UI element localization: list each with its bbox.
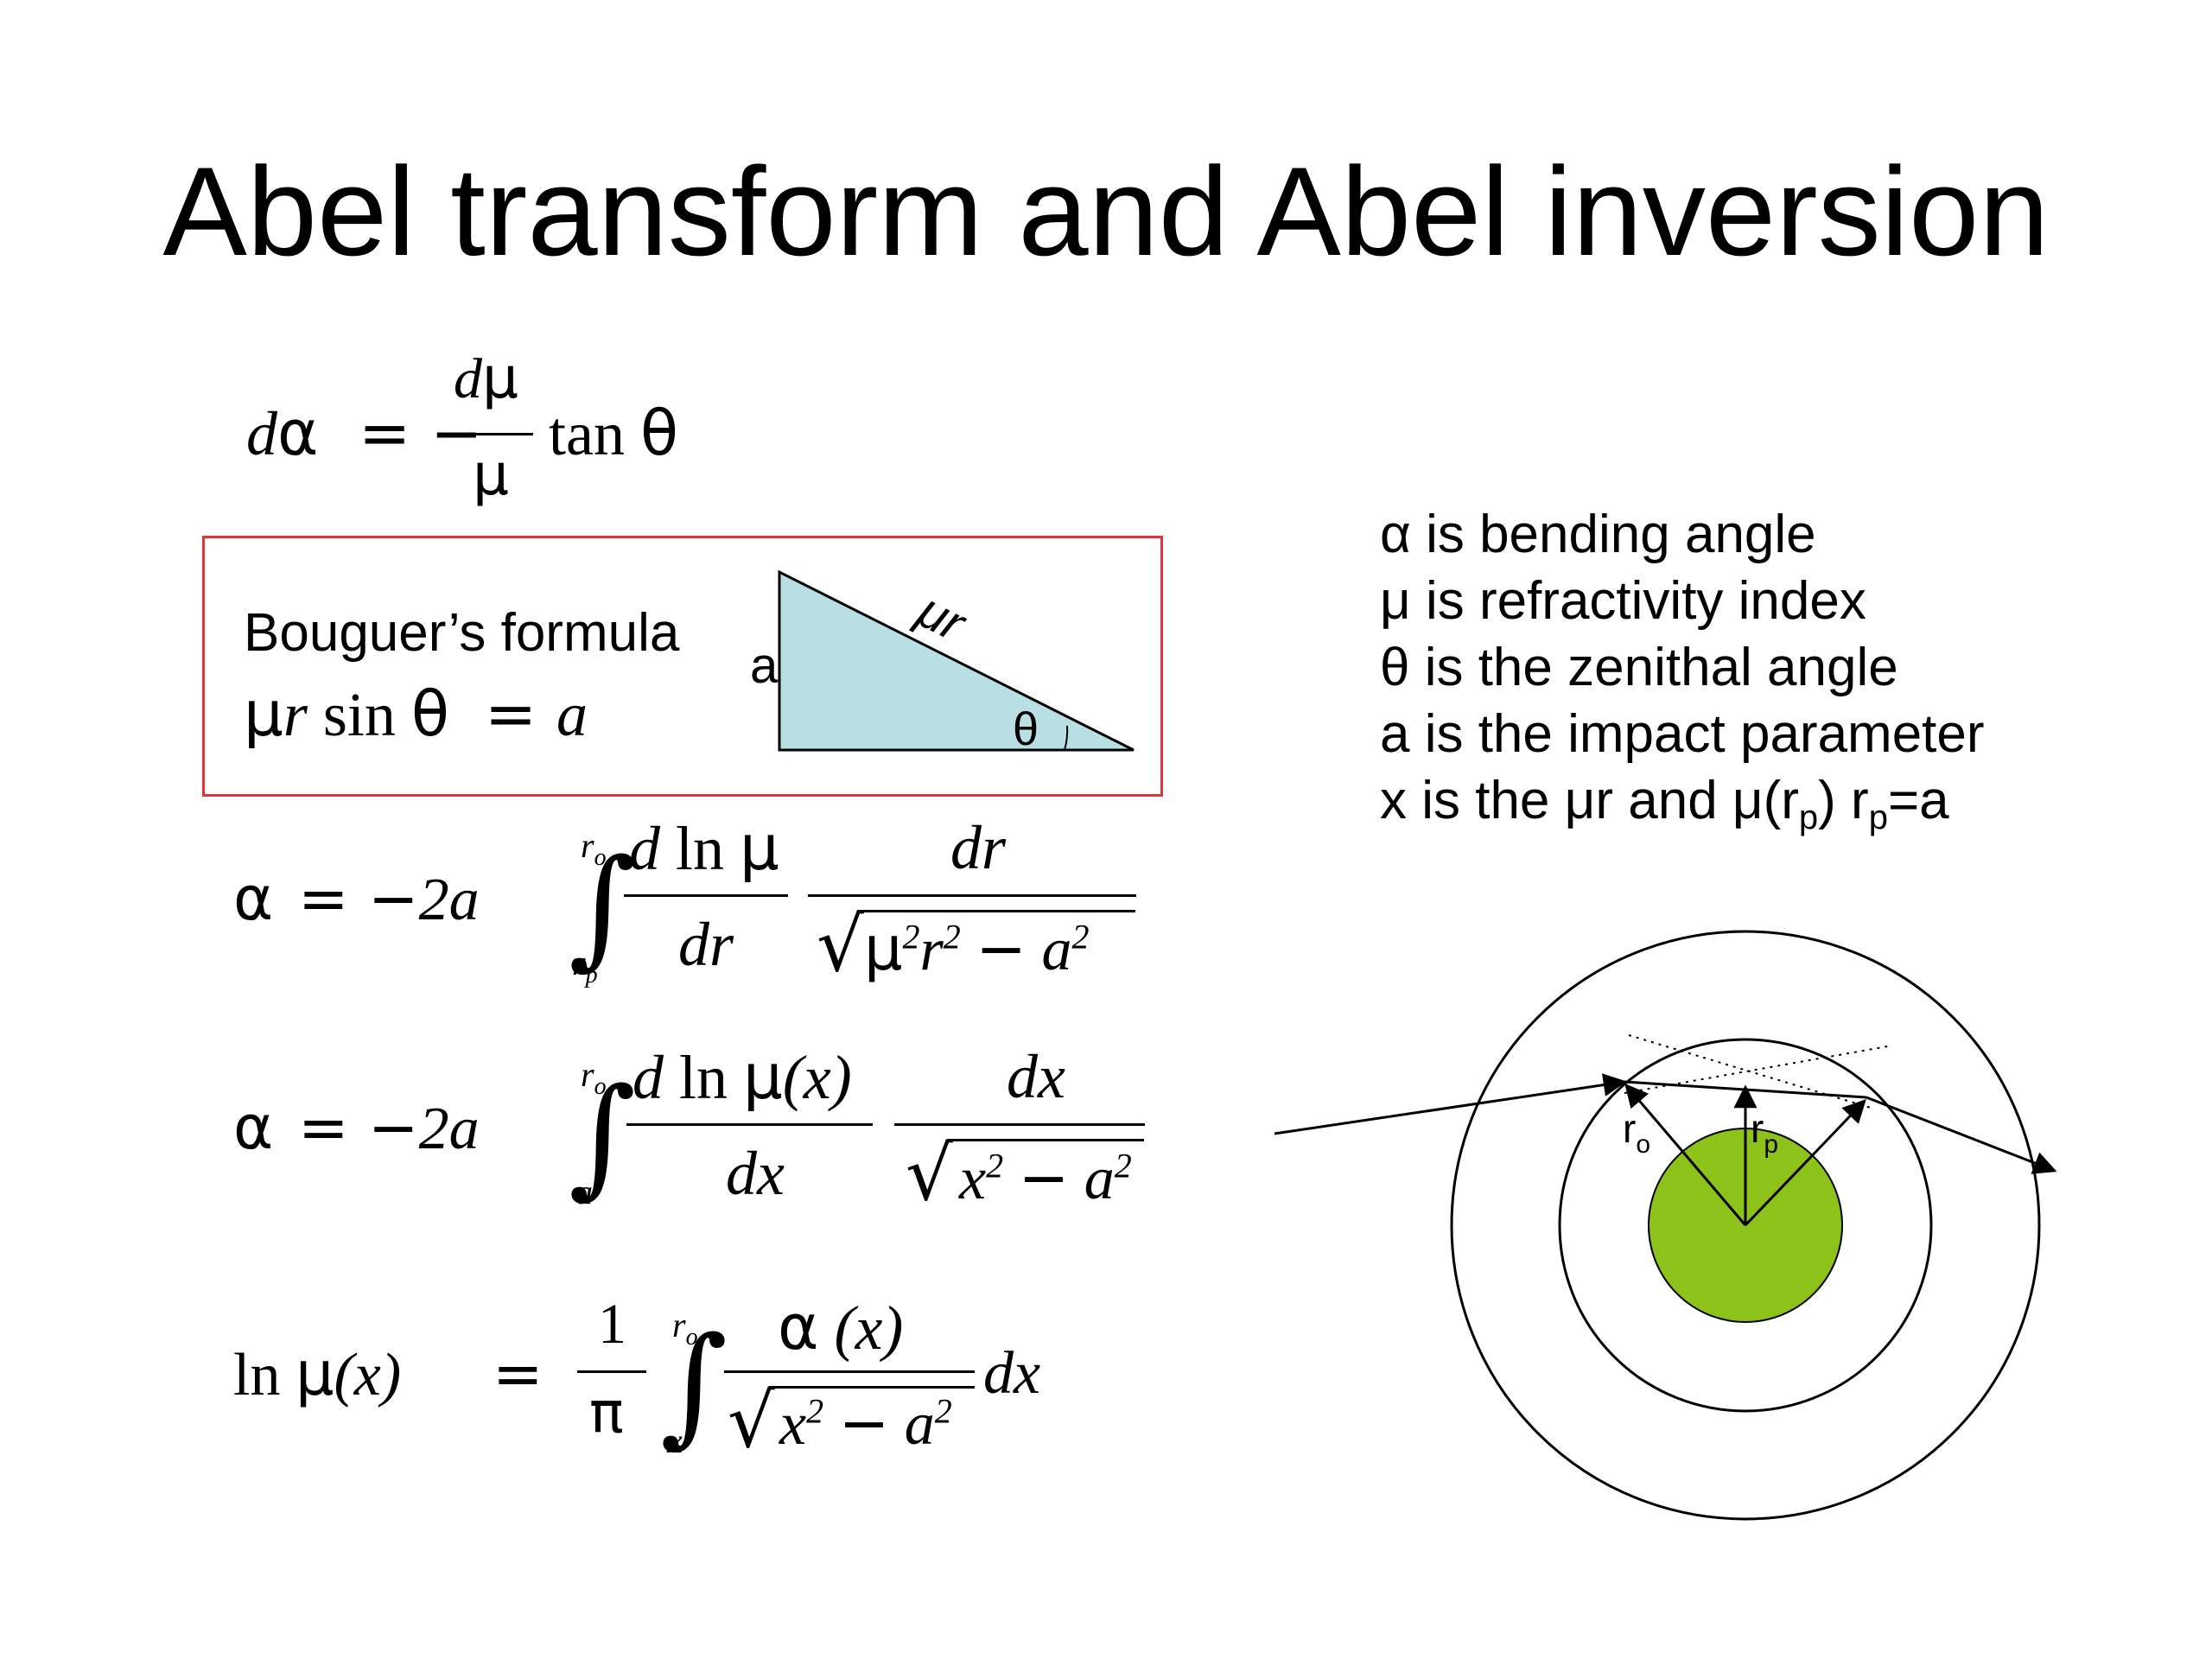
equation-abel-inversion: ln μ(x) = 1 π ro ∫ x α (x) √ x2 − a2 dx <box>233 1291 1041 1465</box>
incoming-ray <box>1274 1073 1627 1135</box>
equation-bending-differential: dα = − dμ μ tan θ <box>246 345 679 508</box>
outgoing-asymptote <box>1624 1045 1893 1094</box>
definition-x: x is the μr and μ(rp) rp=a <box>1380 771 1949 836</box>
angle-arc <box>1064 725 1069 751</box>
bouguer-triangle-diagram: a μr θ <box>750 569 1135 755</box>
ray-geometry-diagram: ro rp <box>1274 930 2057 1521</box>
outer-atmosphere-circle <box>1450 930 2041 1521</box>
outgoing-ray <box>1866 1096 2057 1174</box>
triangle-side-label: a <box>750 638 779 694</box>
label-r-p: rp <box>1751 1106 1778 1159</box>
right-triangle <box>778 569 1135 752</box>
radius-r-o-left <box>1624 1083 1747 1226</box>
symbol-definitions: α is bending angle μ is refractivity ind… <box>1380 501 1985 836</box>
label-r-o: ro <box>1623 1106 1650 1159</box>
equation-abel-transform-r: α = −2a ro ∫ rp d ln μ dr dr √ μ2r2 − a2 <box>233 817 1166 1011</box>
definition-a: a is the impact parameter <box>1380 704 1985 764</box>
bouguer-formula-box <box>202 536 1163 797</box>
bouguer-label: Bouguer’s formula <box>244 603 680 663</box>
definition-theta: θ is the zenithal angle <box>1380 638 1898 697</box>
tangent-radius-circle <box>1558 1038 1933 1413</box>
definition-mu: μ is refractivity index <box>1380 571 1866 631</box>
definition-alpha: α is bending angle <box>1380 505 1816 564</box>
page-title: Abel transform and Abel inversion <box>162 141 2050 282</box>
incoming-asymptote <box>1628 1034 1872 1109</box>
radius-r-o-right <box>1744 1099 1866 1227</box>
triangle-angle-label: θ <box>1013 703 1039 755</box>
bouguer-formula: μr sin θ = a <box>244 677 588 750</box>
equation-abel-transform-x: α = −2a ro ∫ a d ln μ(x) dx dx √ x2 − a2 <box>233 1046 1184 1240</box>
